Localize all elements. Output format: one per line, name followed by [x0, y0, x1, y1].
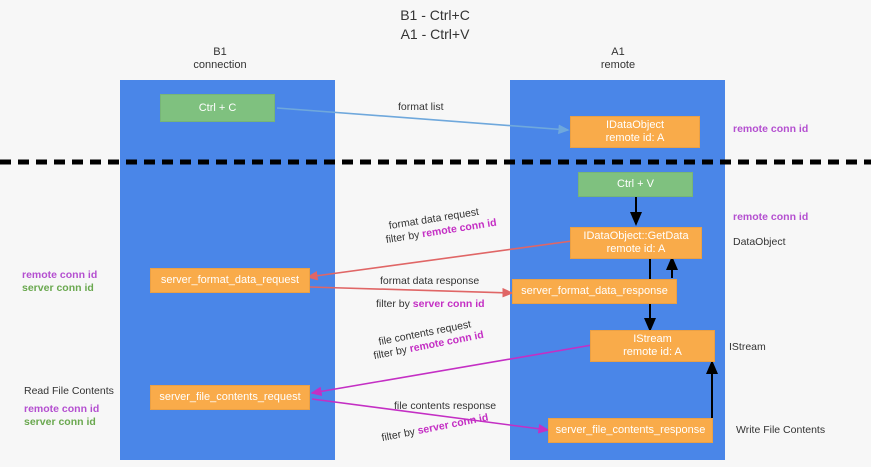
node-server-format-data-response[interactable]: server_format_data_response [512, 279, 677, 304]
node-idataobject[interactable]: IDataObject remote id: A [570, 116, 700, 148]
node-istream-sub: remote id: A [623, 346, 682, 358]
edge-label-file-contents-response-text: file contents response [394, 400, 497, 412]
side-label-right-write-file-contents-text: Write File Contents [736, 424, 826, 436]
edge-label-file-contents-response-filter-value: server conn id [416, 411, 490, 438]
lane-title-a1-name: A1 [611, 46, 625, 58]
node-server-file-contents-request-label: server_file_contents_request [159, 391, 301, 403]
node-getdata[interactable]: IDataObject::GetData remote id: A [570, 227, 702, 259]
node-server-file-contents-response[interactable]: server_file_contents_response [548, 418, 713, 443]
side-label-right-istream: IStream [729, 341, 766, 354]
side-label-left-remote-conn-2-text: remote conn id [24, 403, 100, 415]
side-label-left-read-file-contents: Read File Contents [24, 385, 114, 398]
node-istream-label: IStream [633, 333, 672, 345]
edge-label-format-data-response-text: format data response [380, 275, 480, 287]
edge-label-format-data-response-filter-prefix: filter by [376, 298, 413, 310]
side-label-right-dataobject: DataObject [733, 236, 786, 249]
node-getdata-label: IDataObject::GetData [583, 230, 689, 242]
side-label-left-remote-conn-1: remote conn id [22, 269, 97, 282]
edge-label-format-data-response: format data response [380, 275, 479, 288]
side-label-left-read-file-contents-text: Read File Contents [24, 385, 114, 397]
lane-title-a1: A1 remote [548, 46, 688, 72]
side-label-right-remote-conn-top: remote conn id [733, 123, 808, 136]
side-label-left-server-conn-1-text: server conn id [22, 282, 94, 294]
node-server-format-data-request[interactable]: server_format_data_request [150, 268, 310, 293]
node-idataobject-label: IDataObject [605, 119, 665, 131]
node-ctrl-c-label: Ctrl + C [198, 101, 237, 114]
side-label-left-remote-conn-2: remote conn id [24, 403, 99, 416]
lane-title-b1-name: B1 [213, 46, 227, 58]
side-label-left-server-conn-1: server conn id [22, 282, 94, 295]
node-ctrl-v[interactable]: Ctrl + V [578, 172, 693, 197]
node-istream[interactable]: IStream remote id: A [590, 330, 715, 362]
page-title-line-2: A1 - Ctrl+V [400, 26, 470, 42]
side-label-right-remote-conn-top-text: remote conn id [733, 123, 809, 135]
node-server-format-data-response-label: server_format_data_response [521, 285, 668, 297]
side-label-right-dataobject-text: DataObject [733, 236, 786, 248]
edge-label-format-data-response-filter-value: server conn id [412, 298, 485, 310]
node-server-format-data-request-label: server_format_data_request [160, 274, 300, 286]
edge-label-file-contents-response-filter-prefix: filter by [380, 425, 419, 445]
node-idataobject-sub: remote id: A [605, 132, 665, 144]
page-title: B1 - Ctrl+C A1 - Ctrl+V [335, 6, 535, 44]
edge-label-file-contents-response: file contents response [394, 400, 496, 413]
edge-label-format-list-text: format list [398, 101, 444, 113]
edge-label-format-data-response-filter: filter by server conn id [376, 298, 485, 311]
side-label-left-server-conn-2-text: server conn id [24, 416, 96, 428]
side-label-right-remote-conn-mid-text: remote conn id [733, 211, 809, 223]
side-label-right-istream-text: IStream [729, 341, 766, 353]
side-label-left-server-conn-2: server conn id [24, 416, 96, 429]
page-title-line-1: B1 - Ctrl+C [400, 7, 470, 23]
edge-label-format-list: format list [398, 101, 444, 114]
node-getdata-sub: remote id: A [606, 243, 666, 255]
node-server-file-contents-response-label: server_file_contents_response [555, 424, 706, 436]
edge-label-file-contents-request-filter-prefix: filter by [372, 343, 411, 363]
lane-title-b1: B1 connection [150, 46, 290, 72]
lane-title-b1-sub: connection [193, 59, 247, 71]
side-label-right-remote-conn-mid: remote conn id [733, 211, 808, 224]
edge-label-file-contents-response-filter: filter by server conn id [381, 412, 490, 445]
side-label-left-remote-conn-1-text: remote conn id [22, 269, 98, 281]
node-ctrl-c[interactable]: Ctrl + C [160, 94, 275, 122]
side-label-right-write-file-contents: Write File Contents [736, 424, 825, 437]
lane-title-a1-sub: remote [600, 59, 636, 71]
node-server-file-contents-request[interactable]: server_file_contents_request [150, 385, 310, 410]
node-ctrl-v-label: Ctrl + V [617, 178, 654, 190]
